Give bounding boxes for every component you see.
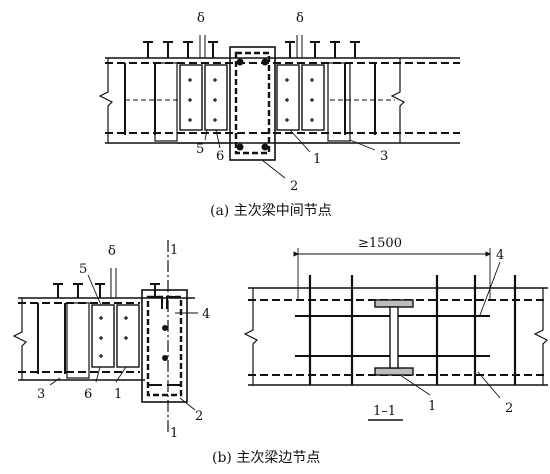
label-a-1: 1 [313,152,321,167]
section-title: 1–1 [373,404,396,419]
caption-b: (b) 主次梁边节点 [212,450,320,466]
label-b-4: 4 [202,307,210,322]
label-b-3: 3 [37,387,45,402]
label-b-2: 2 [195,409,203,424]
label-a-2: 2 [290,179,298,194]
delta-a-left: δ [197,11,205,26]
label-a-6: 6 [216,149,224,164]
delta-b: δ [108,244,116,259]
label-s-4: 4 [496,248,504,263]
caption-a: (a) 主次梁中间节点 [210,203,332,219]
section-mark-bottom: 1 [170,426,178,441]
delta-a-right: δ [296,11,304,26]
figure-a-detail [98,35,460,179]
figure-b-detail [12,240,198,432]
label-b-6: 6 [84,387,92,402]
label-b-5: 5 [79,262,87,277]
label-s-2: 2 [505,401,513,416]
section-1-1-view [243,248,549,421]
label-a-3: 3 [380,149,388,164]
section-mark-top: 1 [170,243,178,258]
label-s-1: 1 [428,399,436,414]
dimension-1500: ≥1500 [358,236,402,251]
label-a-5: 5 [196,142,204,157]
label-b-1: 1 [114,387,122,402]
